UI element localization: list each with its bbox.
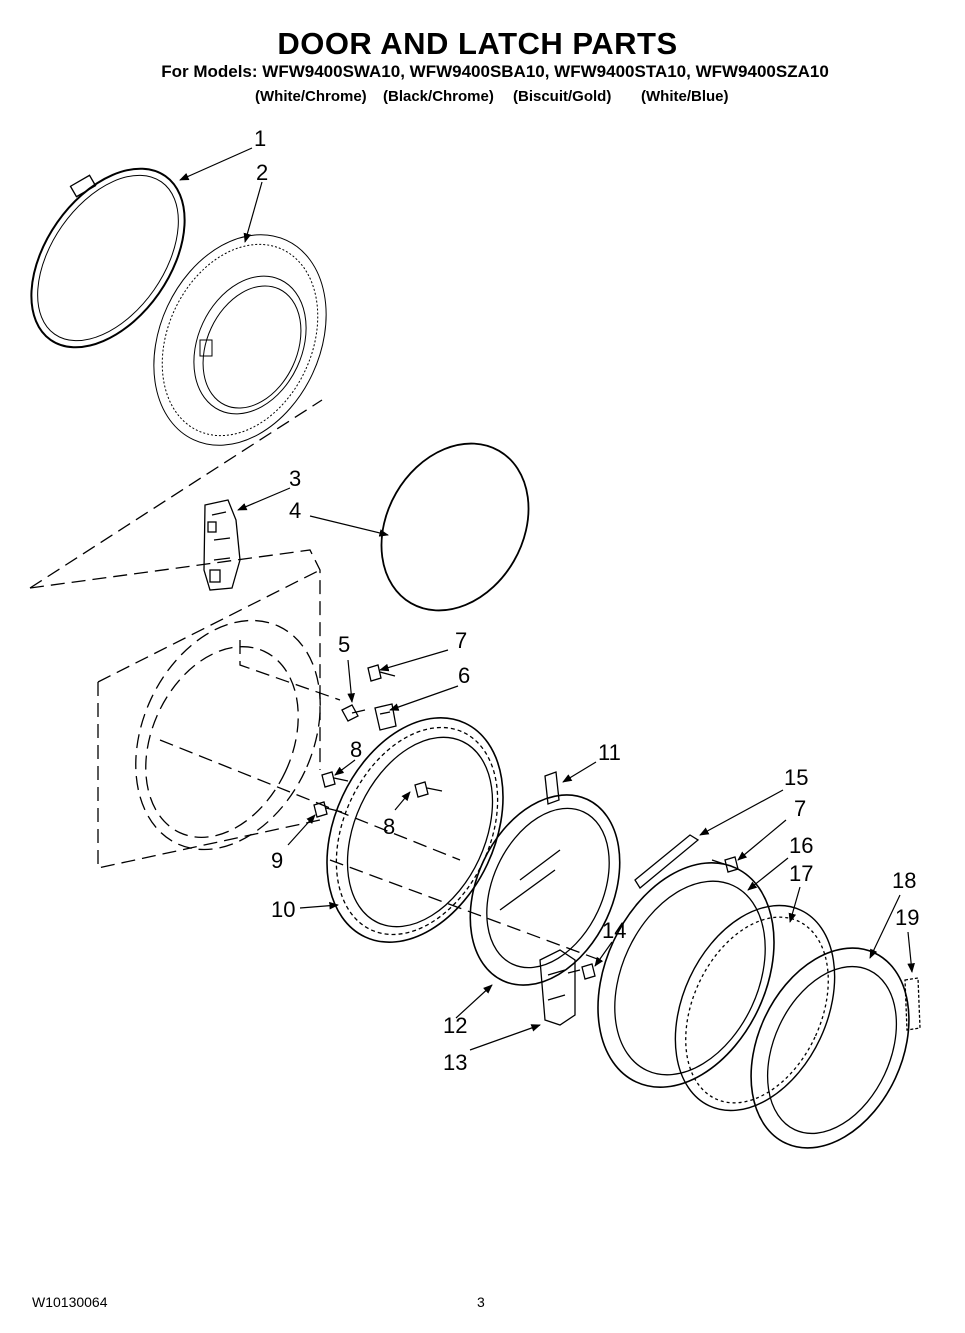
callout-7a: 7 xyxy=(455,628,467,653)
handle-trim-part xyxy=(634,834,700,889)
callout-8a: 8 xyxy=(350,737,362,762)
callout-5: 5 xyxy=(338,632,350,657)
screw-part-5 xyxy=(341,704,366,722)
page-number: 3 xyxy=(477,1294,485,1310)
callout-1: 1 xyxy=(254,126,266,151)
color-variant: (White/Chrome) xyxy=(255,88,367,105)
document-number: W10130064 xyxy=(32,1294,108,1310)
callout-18: 18 xyxy=(892,868,916,893)
inner-door-frame-part xyxy=(597,862,775,1088)
door-liner-part xyxy=(674,904,836,1112)
callout-10: 10 xyxy=(271,897,295,922)
color-variant: (Biscuit/Gold) xyxy=(513,88,612,105)
screw-part-7 xyxy=(367,664,396,682)
page-title: DOOR AND LATCH PARTS xyxy=(277,26,678,61)
callout-4: 4 xyxy=(289,498,301,523)
door-lock-part xyxy=(203,499,241,591)
screw-part-8 xyxy=(321,771,443,798)
color-variant: (Black/Chrome) xyxy=(383,88,494,105)
callout-15: 15 xyxy=(784,765,808,790)
callout-8b: 8 xyxy=(383,814,395,839)
callout-6: 6 xyxy=(458,663,470,688)
callout-3: 3 xyxy=(289,466,301,491)
callout-17: 17 xyxy=(789,861,813,886)
callout-16: 16 xyxy=(789,833,813,858)
models-line: For Models: WFW9400SWA10, WFW9400SBA10, … xyxy=(161,62,829,81)
screw-part-14 xyxy=(567,963,596,980)
callout-13: 13 xyxy=(443,1050,467,1075)
callout-labels: 1 2 3 4 5 7 6 8 8 9 10 11 12 13 14 15 7 … xyxy=(254,126,919,1075)
callout-2: 2 xyxy=(256,160,268,185)
door-hinge-part xyxy=(539,949,576,1026)
color-variant: (White/Blue) xyxy=(641,88,729,105)
door-strike-part xyxy=(374,703,397,731)
outer-door-ring-part xyxy=(326,717,504,943)
color-variants: (White/Chrome) (Black/Chrome) (Biscuit/Gol… xyxy=(255,88,729,105)
door-glass-seal-part xyxy=(380,442,530,612)
callout-11: 11 xyxy=(598,740,621,765)
callout-9: 9 xyxy=(271,848,283,873)
clamp-ring-part xyxy=(30,167,186,349)
leader-lines xyxy=(179,147,915,1051)
front-panel-outline xyxy=(29,399,601,961)
callout-12: 12 xyxy=(443,1013,467,1038)
door-outer-panel-part xyxy=(750,947,910,1149)
callout-19: 19 xyxy=(895,905,919,930)
hinge-clip-part xyxy=(544,771,560,805)
callout-7b: 7 xyxy=(794,796,806,821)
door-bellow-part xyxy=(153,234,327,446)
callout-14: 14 xyxy=(602,918,626,943)
screw-part-9 xyxy=(313,801,343,818)
door-glass-part xyxy=(469,794,621,986)
